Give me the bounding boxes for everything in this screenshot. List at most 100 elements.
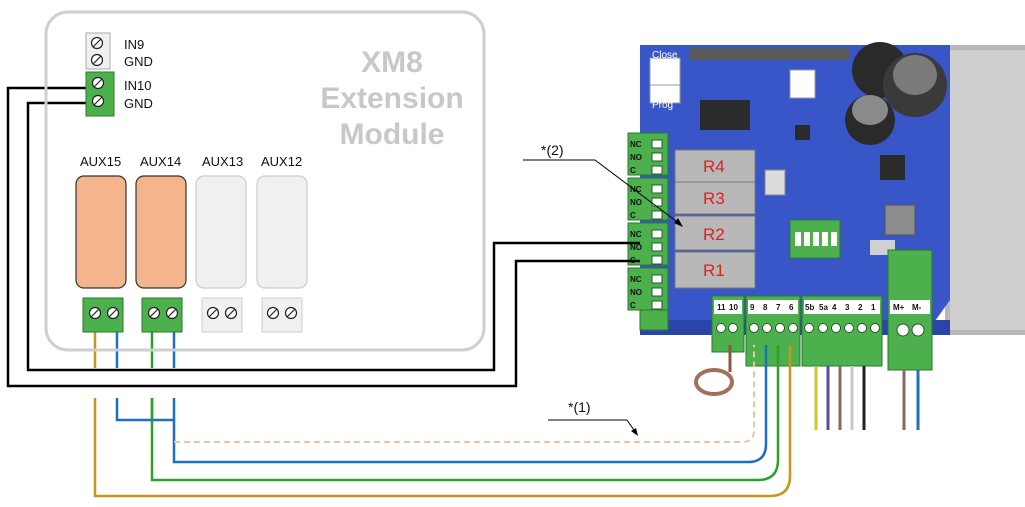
pin [831, 232, 837, 246]
relay-terminal-screw [651, 210, 663, 220]
note-2-label: *(2) [541, 142, 564, 158]
screw-slot [93, 78, 103, 88]
relay-terminal-screw [651, 197, 663, 207]
screw-slot [226, 308, 236, 318]
chip-small [795, 125, 810, 140]
terminal-number-9: 9 [750, 303, 755, 312]
connector-small [764, 169, 786, 196]
wire-loop [694, 368, 734, 396]
terminal-screw [844, 323, 854, 333]
relay-r3 [674, 181, 756, 215]
terminal-number-6: 6 [789, 303, 794, 312]
relay-aux12 [256, 175, 308, 289]
capacitor-3-top [852, 95, 888, 125]
terminal-number-7: 7 [776, 303, 781, 312]
pin [813, 232, 819, 246]
label-in10: IN10 [124, 78, 151, 93]
pin [795, 232, 801, 246]
relay-r1 [674, 251, 756, 289]
terminal-number-10: 10 [729, 303, 738, 312]
term-label-bg-b [748, 300, 798, 314]
xm8-module: XM8 Extension Module IN9 GND IN10 GND AU… [44, 10, 486, 352]
screw-slot [92, 55, 102, 65]
screw-slot [90, 308, 100, 318]
terminal-block-foot [639, 309, 669, 331]
term-label-bg-a [714, 300, 742, 314]
chip-connector [700, 100, 750, 130]
relay-terminal-label: NO [630, 288, 642, 297]
label-gnd1: GND [124, 54, 153, 69]
screw-slot [149, 308, 159, 318]
label-aux15: AUX15 [80, 154, 121, 169]
relay-terminal-label: C [630, 211, 636, 220]
terminal-screw [716, 323, 726, 333]
module-title-line2: Extension [320, 82, 463, 115]
white-component [789, 69, 816, 99]
wire-black-gnd [26, 101, 640, 372]
module-title-line3: Module [340, 118, 445, 151]
prog-button-part [649, 84, 681, 104]
wire-black-in10 [6, 86, 640, 388]
pin [804, 232, 810, 246]
note-2-leader [594, 159, 681, 225]
terminal-number-5a: 5a [819, 303, 828, 312]
screw-slot [92, 38, 102, 48]
relay-r1-label: R1 [703, 261, 725, 280]
screw-slot [268, 308, 278, 318]
relay-aux13 [195, 175, 247, 289]
chip-ic [880, 155, 905, 180]
terminal-number-11: 11 [717, 303, 726, 312]
terminal-screw [870, 323, 880, 333]
close-button-part [649, 57, 681, 87]
board-housing-inner [950, 50, 1025, 330]
relay-r2 [674, 215, 756, 251]
relay-terminal-label: NC [630, 185, 642, 194]
note-2-arrow [674, 218, 683, 227]
module-outline [44, 10, 486, 352]
relay-terminal-screw [651, 165, 663, 175]
wire-dashed [174, 345, 755, 443]
label-aux14: AUX14 [140, 154, 181, 169]
screw-slot [167, 308, 177, 318]
relay-terminal-screw [651, 300, 663, 310]
relay-terminal-screw [651, 242, 663, 252]
relay-terminal-screw [651, 139, 663, 149]
terminal-screw [749, 323, 759, 333]
terminal-screw [775, 323, 785, 333]
relay-r3-label: R3 [703, 189, 725, 208]
term-label-bg-c [804, 300, 880, 314]
terminal-number-1: 1 [871, 303, 876, 312]
terminal-number-5b: 5b [805, 303, 814, 312]
screw-slot [108, 308, 118, 318]
close-label: Close [652, 50, 678, 61]
screw [896, 323, 910, 337]
relay-block: R4 R3 R2 R1 [674, 149, 756, 289]
wire-gold [93, 345, 792, 498]
terminal-screw [831, 323, 841, 333]
screw [911, 323, 925, 337]
relay-r4-label: R4 [703, 157, 725, 176]
relay-terminal-label: NO [630, 243, 642, 252]
screw-slot [208, 308, 218, 318]
regulator [884, 204, 916, 236]
pin [822, 232, 828, 246]
motor-plus-label: M+ [893, 303, 905, 312]
relay-terminal-screw [651, 152, 663, 162]
terminal-number-8: 8 [763, 303, 768, 312]
relay-terminal-screw [651, 229, 663, 239]
relay-terminal-label: C [630, 301, 636, 310]
relay-terminal-label: NC [630, 275, 642, 284]
wire-blue [115, 345, 768, 464]
relay-aux14 [135, 175, 187, 289]
label-gnd2: GND [124, 96, 153, 111]
terminal-screw [728, 323, 738, 333]
wire-green [150, 345, 780, 482]
relay-aux15 [75, 175, 127, 289]
note-1-label: *(1) [568, 399, 591, 415]
terminal-number-3: 3 [845, 303, 850, 312]
terminal-screw [857, 323, 867, 333]
note-1-arrow [631, 428, 638, 436]
